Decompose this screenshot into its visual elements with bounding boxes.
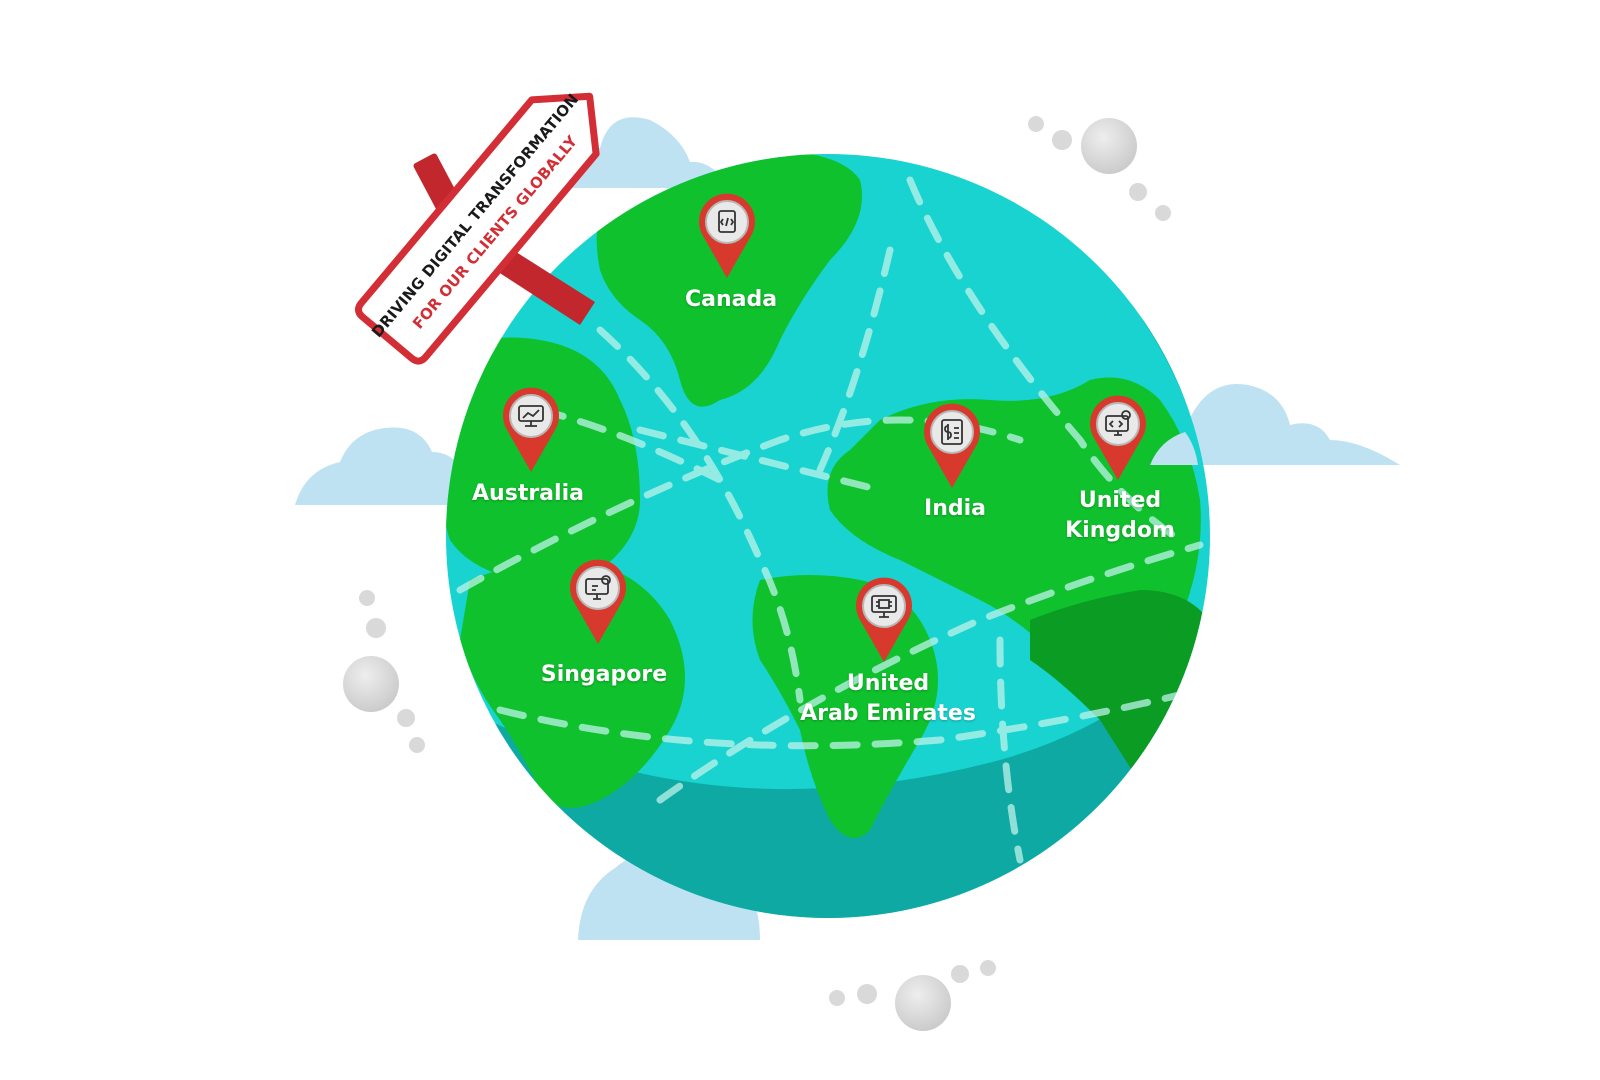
- location-pins: [503, 193, 1146, 662]
- cloud-front-right: [1150, 432, 1198, 465]
- seo-analytics-icon: [518, 405, 544, 427]
- label-india: India: [924, 496, 986, 521]
- label-singapore: Singapore: [540, 662, 668, 687]
- sign-board: [355, 92, 600, 365]
- decorative-bubbles: [343, 116, 1171, 1031]
- pin-canada[interactable]: [699, 193, 755, 278]
- continent-north: [596, 154, 863, 407]
- cloud-right: [1150, 383, 1400, 465]
- code-monitor-gear-icon: [1105, 410, 1131, 436]
- pin-united-kingdom[interactable]: [1090, 395, 1146, 480]
- pin-singapore[interactable]: [570, 559, 626, 644]
- pin-india[interactable]: [924, 403, 980, 488]
- label-australia: Australia: [472, 481, 584, 506]
- label-united-arab-emirates: United Arab Emirates: [800, 671, 976, 726]
- chip-monitor-icon: [871, 595, 897, 618]
- continent-southwest: [460, 560, 685, 808]
- pin-united-arab-emirates[interactable]: [856, 577, 912, 662]
- pin-australia[interactable]: [503, 387, 559, 472]
- label-canada: Canada: [684, 287, 778, 312]
- cloud-top: [560, 117, 730, 188]
- monitor-settings-icon: [585, 575, 611, 600]
- billing-invoice-icon: [941, 419, 963, 445]
- cloud-left: [295, 427, 470, 505]
- code-document-icon: [718, 210, 736, 233]
- label-united-kingdom: United Kingdom: [1065, 488, 1175, 543]
